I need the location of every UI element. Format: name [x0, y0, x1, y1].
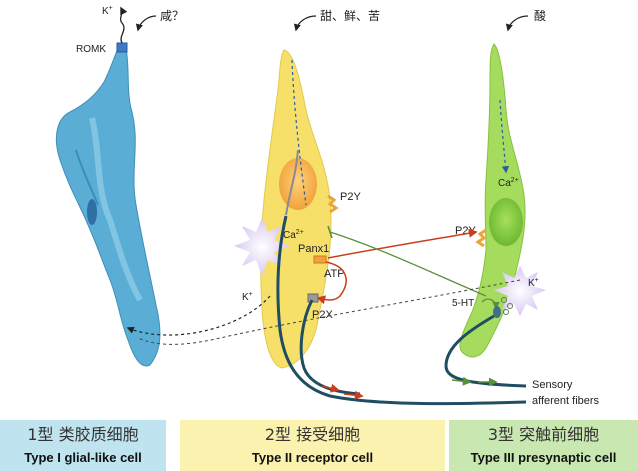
- afferent-fibers-label: afferent fibers: [532, 395, 600, 407]
- synaptic-vesicle: [501, 297, 507, 303]
- type3-cell-cn-label: 3型 突触前细胞: [487, 425, 600, 444]
- sweet-stimulus-arrow: [293, 15, 317, 32]
- romk-label: ROMK: [76, 44, 106, 55]
- type1-cell-fold: [89, 117, 143, 302]
- k-label-type2: K+: [242, 291, 253, 303]
- afferent-fiber-type2: [276, 215, 527, 406]
- atp-release-arrow: [316, 261, 347, 305]
- synaptic-vesicle: [507, 303, 513, 309]
- sweet-umami-bitter-label: 甜、鲜、苦: [320, 9, 380, 23]
- synaptic-vesicle-dock: [493, 306, 501, 318]
- type3-cell-body: [459, 43, 526, 358]
- sour-stimulus-arrow: [505, 15, 529, 32]
- five-ht-label: 5-HT: [452, 298, 474, 309]
- type2-membrane-burst: [234, 218, 290, 276]
- sensory-label: Sensory: [532, 379, 573, 391]
- type2-cell-label-panel: 2型 接受细胞 Type II receptor cell: [180, 420, 445, 471]
- type2-nucleus: [279, 158, 317, 210]
- p2y-receptor-icon-type2: [327, 194, 339, 214]
- atp-to-type3-arrow: [327, 228, 478, 259]
- salty-stimulus-arrow: [135, 15, 157, 32]
- type2-signal-arrow-2: [343, 390, 364, 400]
- type3-cell-label-panel: 3型 突触前细胞 Type III presynaptic cell: [449, 420, 638, 471]
- atp-label: ATP: [324, 268, 345, 280]
- sour-label: 酸: [534, 8, 546, 23]
- type3-membrane-burst: [494, 266, 546, 316]
- k-buffer-dashed-type3: [137, 279, 521, 345]
- p2x-receptor-icon: [307, 293, 319, 303]
- k-efflux-arrow: [119, 6, 128, 44]
- synaptic-vesicle: [503, 309, 509, 315]
- afferent-fiber-type3: [444, 314, 527, 388]
- five-ht-inhibition-line: [329, 231, 487, 297]
- type1-cell-fold-2: [75, 149, 99, 206]
- type1-cell-cn-label: 1型 类胶质细胞: [27, 425, 139, 444]
- type2-signal-path: [291, 59, 307, 206]
- type3-signal-path: [499, 99, 510, 174]
- ca-label-type3: Ca2+: [498, 177, 519, 189]
- p2y-label-type2: P2Y: [340, 191, 361, 203]
- inhibition-bar: [327, 225, 333, 239]
- k-label-type3: K+: [528, 277, 539, 289]
- panx1-channel-icon: [313, 255, 327, 264]
- salty-stimulus-label: 咸？: [160, 9, 184, 23]
- type3-nucleus: [489, 198, 523, 246]
- p2y-receptor-icon-type3: [475, 228, 487, 248]
- five-ht-release-arrow: [481, 298, 500, 310]
- type1-nucleus: [87, 199, 97, 225]
- type2-cell-en-label: Type II receptor cell: [251, 450, 374, 465]
- p2x-label: P2X: [312, 309, 333, 321]
- type2-signal-arrow-1: [321, 383, 340, 393]
- type3-signal-arrow-1: [451, 376, 472, 386]
- panx1-label: Panx1: [298, 243, 329, 255]
- type2-microtubule: [285, 149, 299, 216]
- k-label-top: K+: [102, 5, 113, 17]
- type1-cell-en-label: Type I glial-like cell: [24, 450, 142, 465]
- type3-cell-en-label: Type III presynaptic cell: [470, 450, 617, 465]
- ca-label-type2: Ca2+: [283, 229, 304, 241]
- type2-cell-cn-label: 2型 接受细胞: [264, 425, 361, 444]
- type1-cell-label-panel: 1型 类胶质细胞 Type I glial-like cell: [0, 420, 166, 471]
- romk-channel-icon: [116, 42, 128, 53]
